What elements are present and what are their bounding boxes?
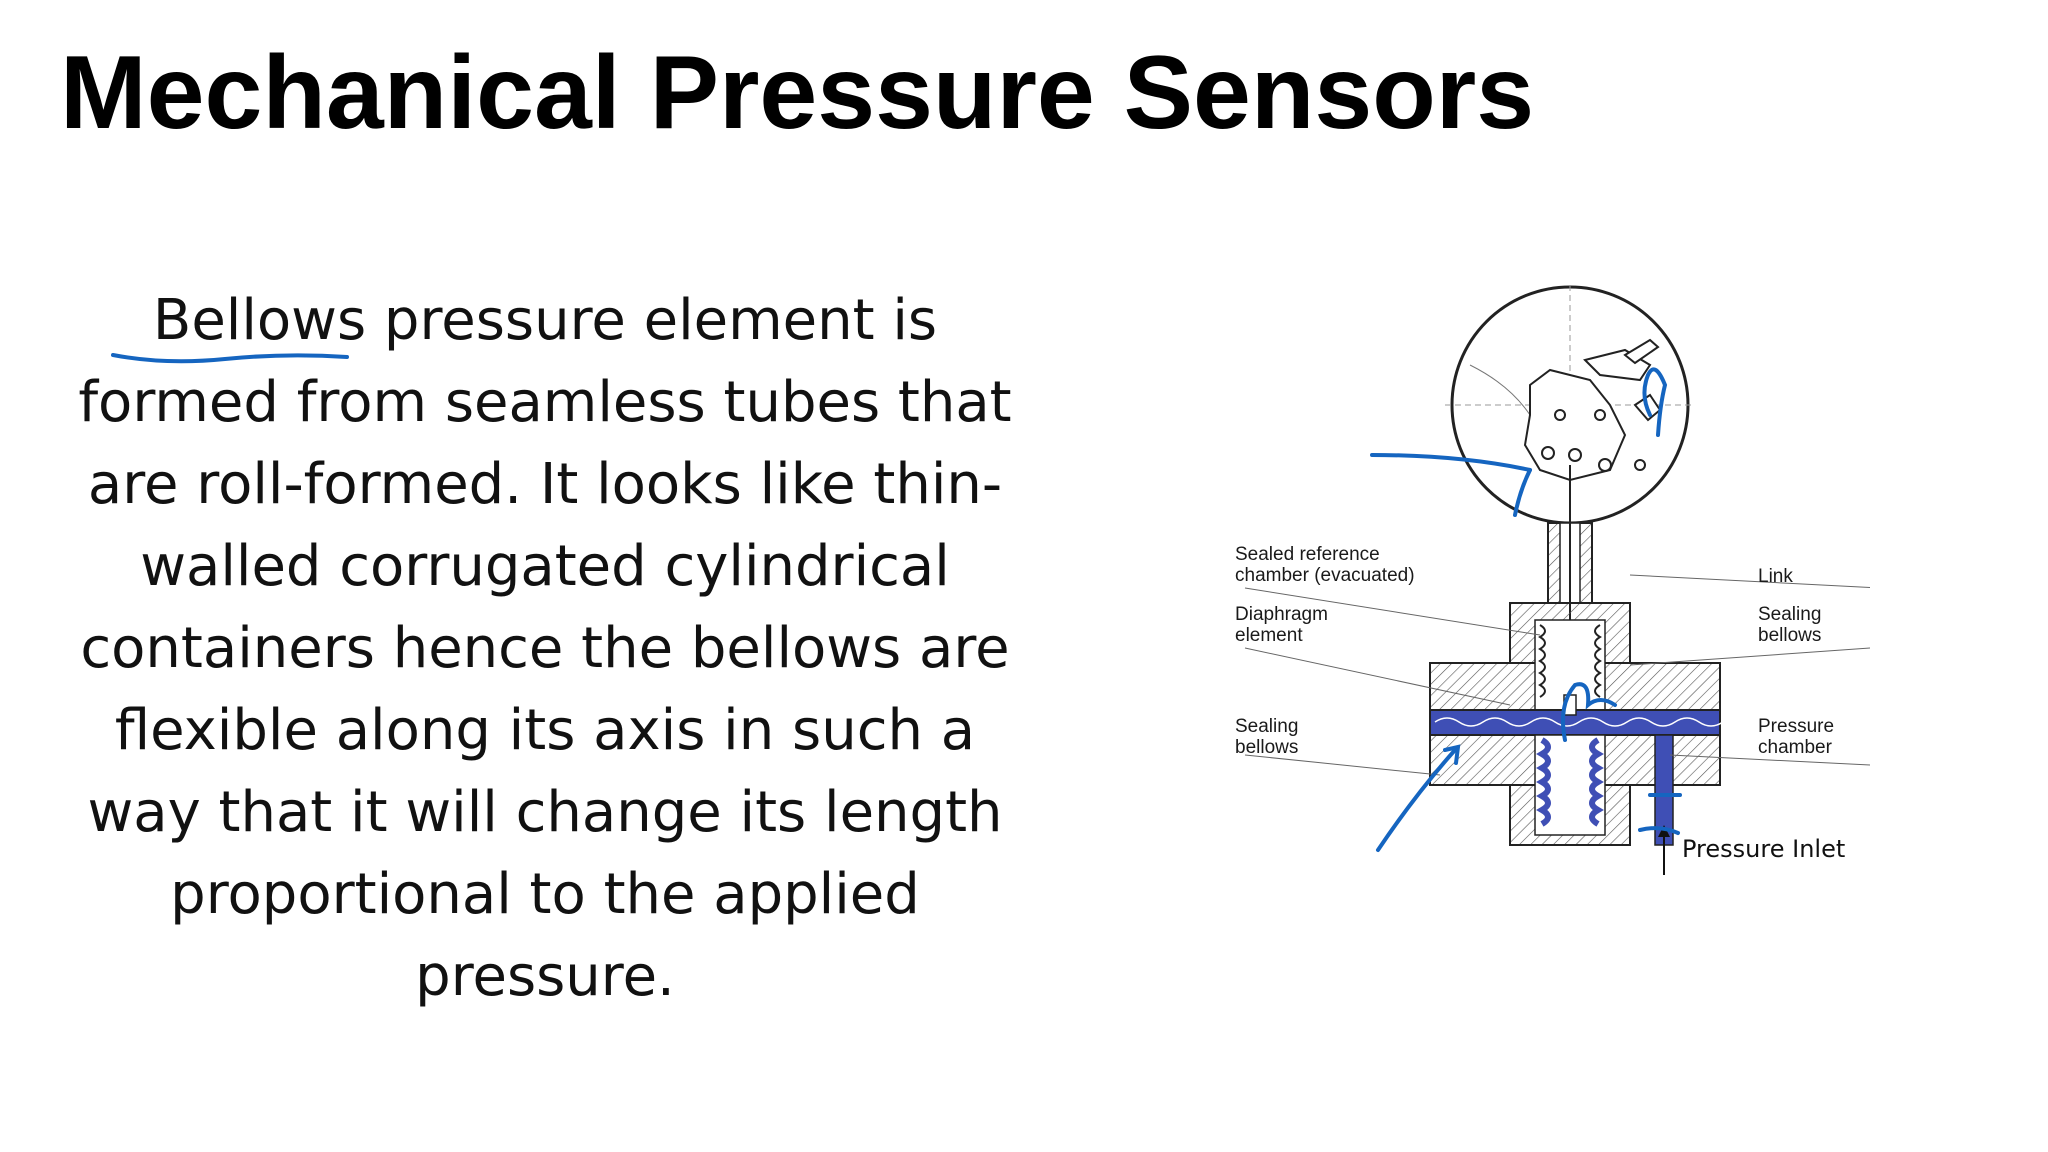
label-pressure-chamber-2: chamber — [1758, 737, 1833, 758]
label-sealing-bellows-left: Sealing — [1235, 716, 1298, 737]
underline-annotation — [111, 353, 349, 364]
gauge-stem — [1547, 465, 1593, 725]
lower-housing — [1429, 734, 1721, 846]
pressure-inlet-arrow — [1658, 825, 1670, 875]
label-diaphragm: Diaphragm — [1235, 604, 1328, 625]
sealing-bellows-lower — [1536, 694, 1604, 827]
label-sealed-reference-2: chamber (evacuated) — [1235, 565, 1415, 586]
diaphragm-element — [1429, 709, 1724, 736]
label-sealed-reference: Sealed reference — [1235, 544, 1380, 565]
leader-lines — [1244, 574, 1870, 776]
label-sealing-bellows-right-2: bellows — [1758, 625, 1821, 646]
label-sealing-bellows-left-2: bellows — [1235, 737, 1298, 758]
reference-bellows — [1538, 624, 1602, 698]
label-pressure-chamber: Pressure — [1758, 716, 1834, 737]
gauge-mechanism — [1523, 338, 1662, 482]
body-paragraph: Bellows pressure element is formed from … — [78, 288, 1012, 1009]
label-link: Link — [1758, 566, 1793, 587]
handwritten-annotations — [1370, 367, 1682, 852]
bellows-gauge-diagram: Sealed reference chamber (evacuated) Dia… — [1235, 285, 1870, 875]
label-sealing-bellows-right: Sealing — [1758, 604, 1821, 625]
slide-title: Mechanical Pressure Sensors — [60, 35, 1535, 151]
label-pressure-inlet: Pressure Inlet — [1682, 835, 1845, 863]
label-diaphragm-2: element — [1235, 625, 1303, 646]
